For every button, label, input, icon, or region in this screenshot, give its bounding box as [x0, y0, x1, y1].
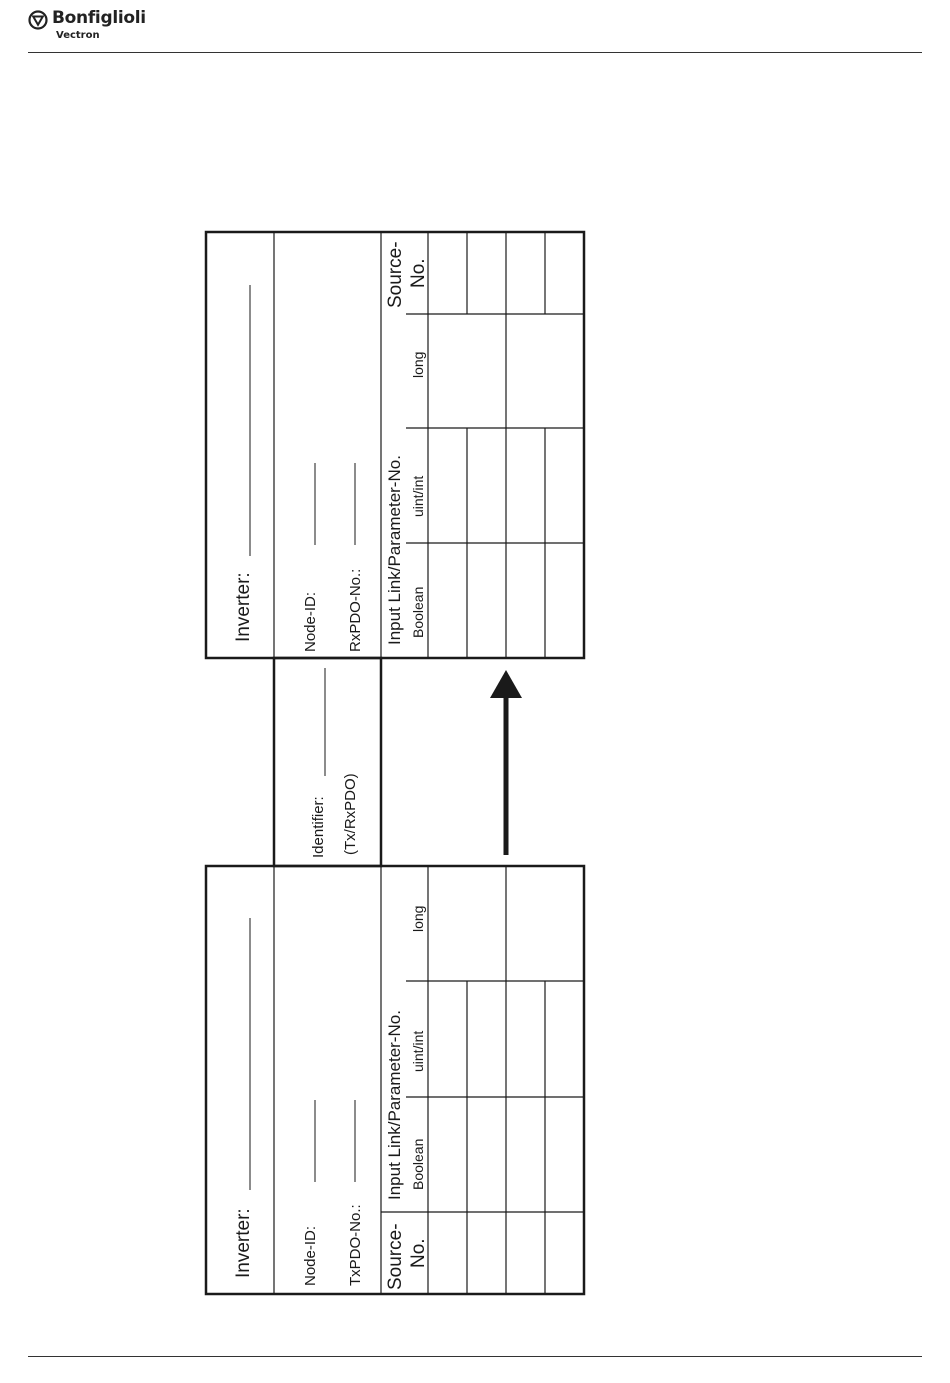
transmitter-col-boolean: Boolean: [410, 1139, 426, 1190]
transmitter-input-link-header: Input Link/Parameter-No.: [385, 1010, 404, 1200]
receiver-col-long: long: [410, 352, 426, 378]
identifier-label: Identifier:: [310, 796, 327, 858]
transmitter-col-uint: uint/int: [410, 1031, 426, 1072]
transmitter-inverter-label: Inverter:: [233, 1208, 254, 1278]
transmitter-node-id-label: Node-ID:: [302, 1226, 319, 1286]
data-flow-arrow-icon: [490, 670, 522, 855]
transmitter-source-header-1: Source-: [385, 1223, 406, 1290]
identifier-box: [274, 658, 381, 866]
receiver-labels: Inverter: Node-ID: RxPDO-No.: Input Link…: [233, 241, 429, 652]
identifier-labels: Identifier: (Tx/RxPDO): [310, 773, 359, 858]
receiver-node-id-label: Node-ID:: [302, 592, 319, 652]
transmitter-labels: Inverter: Node-ID: TxPDO-No.: Source- No…: [233, 906, 429, 1290]
transmitter-col-long: long: [410, 906, 426, 932]
transmitter-source-header-2: No.: [408, 1238, 429, 1268]
receiver-source-header-2: No.: [408, 258, 429, 288]
receiver-source-header-1: Source-: [385, 241, 406, 308]
receiver-rxpdo-label: RxPDO-No.:: [347, 569, 364, 652]
receiver-input-link-header: Input Link/Parameter-No.: [385, 455, 404, 645]
receiver-col-boolean: Boolean: [410, 587, 426, 638]
identifier-frame: [274, 658, 381, 866]
receiver-col-uint: uint/int: [410, 476, 426, 517]
receiver-inverter-label: Inverter:: [233, 572, 254, 642]
txrx-pdo-label: (Tx/RxPDO): [342, 773, 359, 855]
transmitter-txpdo-label: TxPDO-No.:: [347, 1204, 364, 1286]
